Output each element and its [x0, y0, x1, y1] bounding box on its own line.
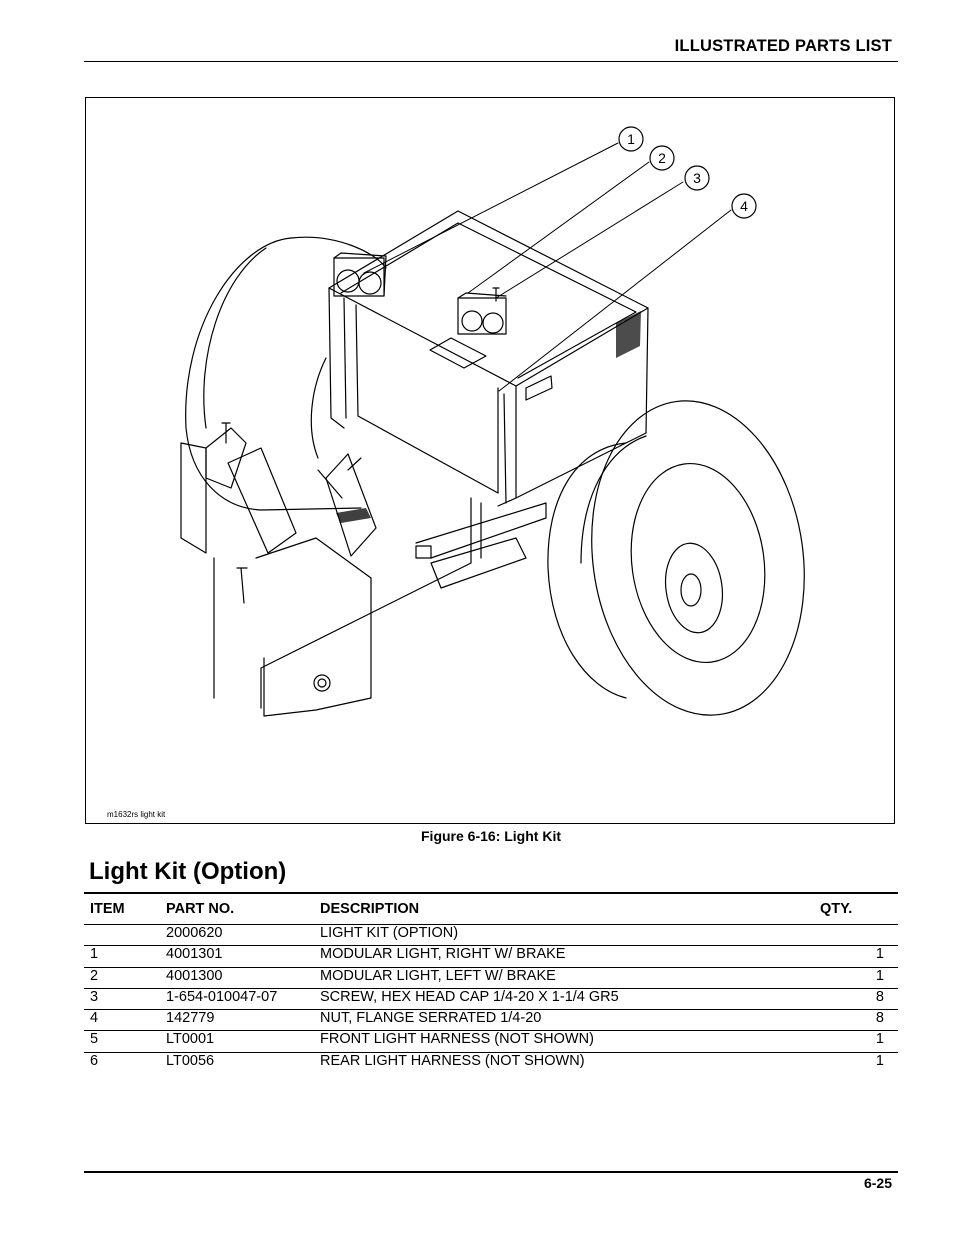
- item-cell: 1: [84, 945, 166, 968]
- footer-divider: [84, 1171, 898, 1173]
- description-cell: SCREW, HEX HEAD CAP 1/4-20 X 1-1/4 GR5: [320, 988, 820, 1011]
- qty-cell: 1: [820, 1030, 898, 1053]
- part-no-cell: 2000620: [166, 924, 320, 947]
- figure-file-id: m1632rs light kit: [107, 810, 166, 819]
- item-cell: 6: [90, 1052, 99, 1069]
- description-cell: MODULAR LIGHT, LEFT W/ BRAKE: [320, 967, 820, 989]
- part-no-cell: 1-654-010047-07: [166, 988, 320, 1011]
- callout-leaders: [363, 142, 732, 392]
- table-row: 5 LT0001 FRONT LIGHT HARNESS (NOT SHOWN)…: [84, 1030, 898, 1053]
- right-light-module: [333, 252, 387, 297]
- description-cell: REAR LIGHT HARNESS (NOT SHOWN): [320, 1052, 585, 1069]
- screw-detail: [492, 287, 500, 302]
- part-no-cell: 4001301: [166, 945, 320, 968]
- table-row: 2000620 LIGHT KIT (OPTION): [84, 924, 898, 947]
- table-header-row: ITEM PART NO. DESCRIPTION QTY.: [84, 892, 898, 925]
- callout-3-label: 3: [693, 170, 701, 186]
- qty-cell: 8: [820, 1009, 898, 1032]
- section-title: Light Kit (Option): [89, 858, 287, 885]
- item-cell: 2: [84, 967, 166, 989]
- light-kit-illustration: 1 2 3 4: [180, 126, 805, 717]
- description-cell: FRONT LIGHT HARNESS (NOT SHOWN): [320, 1030, 820, 1053]
- qty-cell: 1: [820, 967, 898, 989]
- qty-cell: 8: [820, 988, 898, 1011]
- column-header-description: DESCRIPTION: [320, 892, 820, 925]
- light-box: [328, 210, 649, 507]
- column-header-part-no: PART NO.: [166, 892, 320, 925]
- description-cell: LIGHT KIT (OPTION): [320, 924, 820, 947]
- callout-2-label: 2: [658, 150, 666, 166]
- part-no-cell: LT0001: [166, 1030, 320, 1053]
- description-cell: MODULAR LIGHT, RIGHT W/ BRAKE: [320, 945, 820, 968]
- table-row: 4 142779 NUT, FLANGE SERRATED 1/4-20 8: [84, 1009, 898, 1032]
- description-cell: NUT, FLANGE SERRATED 1/4-20: [320, 1009, 820, 1032]
- callout-3-icon: [684, 165, 710, 191]
- page-header-title: ILLUSTRATED PARTS LIST: [674, 37, 892, 55]
- parts-table: ITEM PART NO. DESCRIPTION QTY. 2000620 L…: [84, 892, 898, 1073]
- page-number: 6-25: [863, 1175, 892, 1191]
- header-divider: [84, 61, 898, 62]
- table-row: 2 4001300 MODULAR LIGHT, LEFT W/ BRAKE 1: [84, 967, 898, 989]
- part-no-cell: LT0056: [166, 1052, 215, 1069]
- qty-cell: [820, 924, 898, 947]
- front-right-wheel: [547, 400, 805, 716]
- table-row: 3 1-654-010047-07 SCREW, HEX HEAD CAP 1/…: [84, 988, 898, 1011]
- callout-4-label: 4: [740, 198, 748, 214]
- figure-caption: Figure 6-16: Light Kit: [421, 828, 561, 844]
- figure-frame: 1 2 3 4 m1632rs light kit: [85, 97, 895, 824]
- callout-1-label: 1: [627, 131, 635, 147]
- column-header-qty: QTY.: [820, 892, 898, 925]
- rear-left-wheel: [185, 236, 387, 511]
- callout-2-icon: [649, 145, 675, 171]
- table-row: 6 LT0056 REAR LIGHT HARNESS (NOT SHOWN) …: [84, 1052, 898, 1073]
- qty-cell: 1: [875, 1052, 884, 1069]
- part-no-cell: 4001300: [166, 967, 320, 989]
- column-header-item: ITEM: [84, 892, 166, 925]
- item-cell: 4: [84, 1009, 166, 1032]
- table-row: 1 4001301 MODULAR LIGHT, RIGHT W/ BRAKE …: [84, 945, 898, 968]
- frame-and-hitch: [180, 422, 547, 717]
- item-cell: [84, 924, 166, 947]
- callout-4-icon: [731, 193, 757, 219]
- callout-circles: [618, 126, 757, 219]
- item-cell: 3: [84, 988, 166, 1011]
- left-light-module: [457, 292, 507, 335]
- callout-1-icon: [618, 126, 644, 152]
- item-cell: 5: [84, 1030, 166, 1053]
- qty-cell: 1: [820, 945, 898, 968]
- part-no-cell: 142779: [166, 1009, 320, 1032]
